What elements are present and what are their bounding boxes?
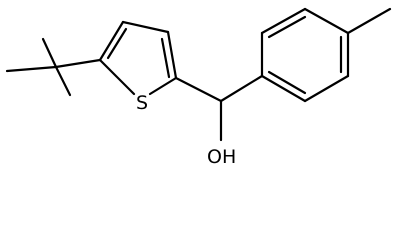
bond-c3-c2-inner: [160, 37, 171, 79]
bond-c5-c4-inner: [106, 27, 128, 60]
bond-c2-methine: [174, 76, 223, 103]
bond-tbu-methyl-top: [41, 37, 58, 69]
bond-c4-c3: [121, 20, 170, 34]
bond-ar6-ar1-inner: [267, 70, 307, 95]
bond-ar3-ar4: [303, 7, 350, 35]
thiophene-ring: [98, 20, 178, 96]
hydroxyl-label: OH: [207, 146, 236, 168]
sulfur-atom-label: S: [136, 92, 148, 114]
bond-c5-c4: [98, 20, 125, 62]
bond-c2-s: [148, 76, 178, 96]
bond-tbu-methyl-bottom: [54, 65, 72, 97]
bond-methine-aryl: [219, 74, 264, 103]
bond-s-c5: [98, 58, 136, 96]
bond-tbu-methyl-left: [5, 65, 58, 73]
tolyl-ring: [260, 7, 392, 103]
bond-ar6-ar1: [260, 74, 307, 103]
bond-ar2-ar3-inner: [267, 15, 307, 39]
bond-tbu-to-ring: [54, 58, 102, 69]
methine-bonds: [174, 74, 264, 142]
bond-ar5-ar6: [303, 74, 350, 103]
bond-ar2-ar3: [260, 7, 307, 35]
bond-c3-c2: [166, 30, 178, 80]
bond-ar4-methyl: [346, 7, 392, 35]
molecule-structure: S OH: [5, 7, 392, 168]
tert-butyl-group: [5, 37, 102, 97]
